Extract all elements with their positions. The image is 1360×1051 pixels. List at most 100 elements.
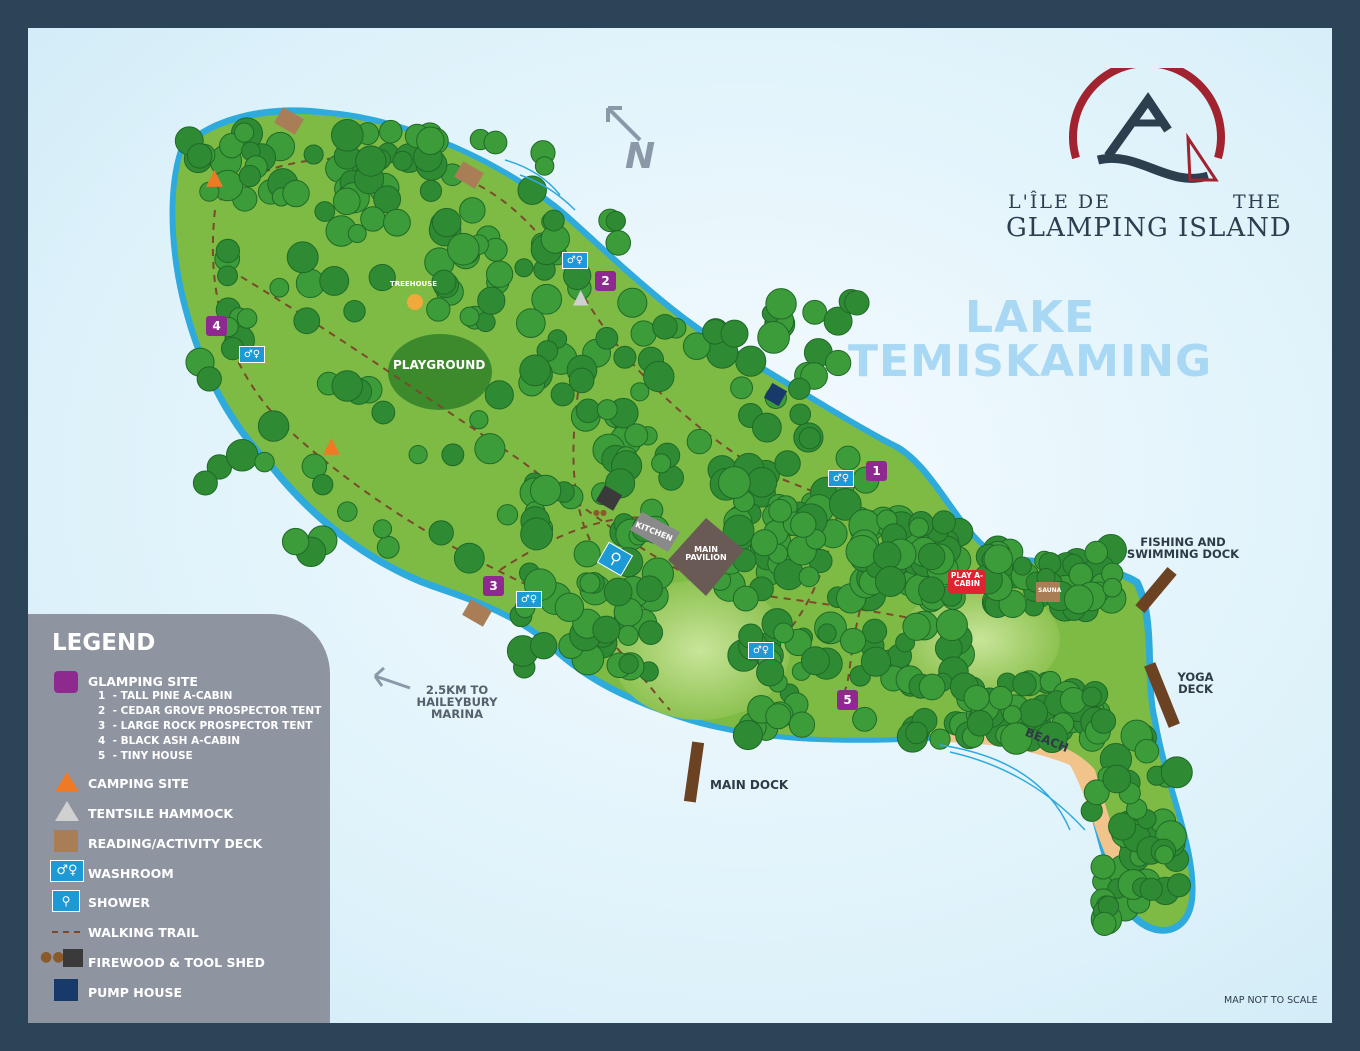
tree xyxy=(798,566,820,588)
tree xyxy=(186,143,213,169)
tree xyxy=(1036,721,1068,753)
washroom-icon: ♂♀ xyxy=(50,860,84,882)
sauna-label: SAUNA xyxy=(1038,587,1062,594)
tree xyxy=(605,230,632,256)
legend-camping: CAMPING SITE xyxy=(88,776,189,791)
tree xyxy=(215,238,241,264)
legend-site-2: 2 - CEDAR GROVE PROSPECTOR TENT xyxy=(98,705,322,717)
tree xyxy=(529,474,562,507)
tree xyxy=(730,376,754,400)
tree xyxy=(874,565,907,597)
glamping-site-marker: 3 xyxy=(483,576,504,596)
tree xyxy=(828,488,862,521)
tree xyxy=(605,210,626,232)
tree xyxy=(459,306,480,327)
playground-area xyxy=(388,334,492,410)
tree xyxy=(199,181,220,202)
tree xyxy=(281,527,310,556)
tree xyxy=(474,433,506,465)
tree xyxy=(269,277,290,298)
tree xyxy=(371,400,396,425)
tree xyxy=(595,326,619,350)
tree xyxy=(1012,556,1032,576)
tree xyxy=(293,307,321,335)
tree xyxy=(800,646,830,676)
legend-trail: WALKING TRAIL xyxy=(88,925,199,940)
shower-icon: ⚲ xyxy=(52,890,80,912)
main-dock-label: MAIN DOCK xyxy=(710,778,789,792)
tree xyxy=(496,504,519,526)
tree xyxy=(383,208,411,237)
tree xyxy=(1090,708,1117,734)
tree xyxy=(554,592,585,623)
glamping-site-marker: 5 xyxy=(837,690,858,710)
tree xyxy=(519,354,551,387)
tree xyxy=(652,313,678,340)
tree xyxy=(254,451,275,473)
tree xyxy=(788,377,811,400)
treehouse-marker xyxy=(407,294,423,310)
tree xyxy=(419,179,443,202)
tree xyxy=(343,300,366,323)
tree xyxy=(1012,671,1037,697)
play-a-cabin xyxy=(948,570,986,594)
tree xyxy=(514,258,534,278)
tree xyxy=(520,517,554,551)
tree xyxy=(1134,738,1160,764)
marina-label: 2.5KM TO HAILEYBURY MARINA xyxy=(416,683,498,722)
legend-deck: READING/ACTIVITY DECK xyxy=(88,836,263,851)
tree xyxy=(603,577,633,607)
tree xyxy=(1139,877,1163,901)
tree xyxy=(929,728,951,750)
tree xyxy=(432,207,462,238)
tree xyxy=(862,618,888,644)
tree xyxy=(935,609,968,642)
tree xyxy=(1000,722,1033,755)
tree xyxy=(905,721,928,745)
tree xyxy=(1092,911,1117,936)
tree xyxy=(192,470,218,496)
tree xyxy=(790,511,817,538)
tree xyxy=(624,423,649,448)
tree xyxy=(788,711,816,738)
glamping-site-marker: 4 xyxy=(206,316,227,336)
glamping-site-marker: 1 xyxy=(866,461,887,481)
tree xyxy=(839,627,867,654)
map-graphic xyxy=(169,106,1196,936)
legend-washroom: WASHROOM xyxy=(88,866,174,881)
tree xyxy=(573,540,601,568)
scale-note: MAP NOT TO SCALE xyxy=(1224,995,1318,1006)
tree xyxy=(908,517,929,538)
tree xyxy=(542,209,565,232)
tree xyxy=(485,260,514,288)
washroom-marker: ♂♀ xyxy=(828,470,854,487)
tree xyxy=(1083,779,1110,806)
tree xyxy=(802,299,828,325)
hammock-marker: ▲ xyxy=(573,284,589,308)
legend-pump: PUMP HOUSE xyxy=(88,985,183,1000)
legend-panel: LEGEND GLAMPING SITE 1 - TALL PINE A-CAB… xyxy=(28,614,330,1023)
pump-house-icon xyxy=(54,979,78,1001)
tree xyxy=(459,197,486,224)
tree xyxy=(774,450,801,477)
camping-site-marker: ▲ xyxy=(206,165,223,190)
tree xyxy=(789,403,812,426)
tree xyxy=(314,201,336,222)
washroom-marker: ♂♀ xyxy=(748,642,774,659)
tree xyxy=(483,130,508,155)
tree xyxy=(686,428,713,455)
tree xyxy=(1084,540,1109,565)
tree xyxy=(757,321,790,354)
tree xyxy=(286,241,319,274)
tree xyxy=(355,145,387,177)
tree xyxy=(515,308,546,338)
tree xyxy=(1102,577,1123,598)
sauna xyxy=(1036,582,1060,602)
tree xyxy=(918,673,946,701)
tree xyxy=(732,585,759,612)
tree xyxy=(238,164,262,188)
tree xyxy=(636,575,663,603)
tree xyxy=(416,126,445,156)
tree xyxy=(983,544,1014,574)
